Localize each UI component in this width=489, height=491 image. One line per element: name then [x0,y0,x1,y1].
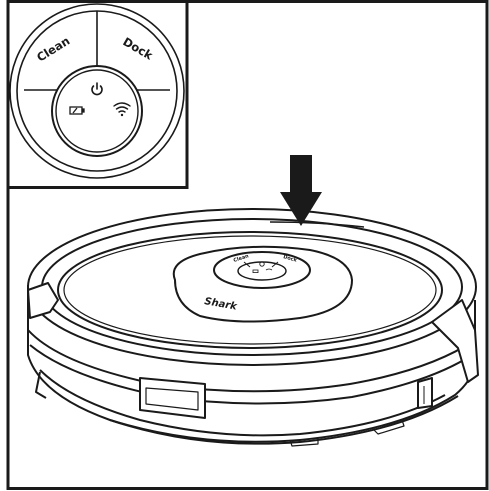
arrow-down-icon [280,155,322,226]
battery-icon [69,106,85,115]
robot-power-icon [259,261,265,267]
robot-wifi-icon [265,268,273,271]
robot-side-band [27,329,476,393]
side-latch [417,377,433,409]
robot-base-rim [39,369,446,437]
base-foot-left [35,371,47,399]
robot-battery-icon [252,269,259,273]
front-bin-window-inner [145,387,199,411]
robot-dock-label: Dock [282,254,298,264]
callout-center-button [51,65,143,157]
control-divider-left [243,261,251,268]
robot-lid-inner [63,235,437,345]
callout-inset: Clean Dock [6,0,189,189]
rim-highlight [269,221,365,228]
robot-vacuum [27,208,479,447]
front-bin-window [139,377,206,419]
outer-frame [6,0,489,490]
bumper-notch-left [27,282,59,319]
control-ring [213,251,311,289]
wifi-icon [113,102,131,117]
robot-side-band-lower [29,344,473,405]
power-icon [91,82,103,96]
base-vent-right [371,419,405,435]
bumper-tab-right [431,299,479,383]
base-vent [289,438,319,447]
robot-clean-label: Clean [233,253,250,264]
robot-bottom-edge [109,395,459,445]
callout-center-inner [55,69,139,153]
control-divider-right [271,261,279,268]
